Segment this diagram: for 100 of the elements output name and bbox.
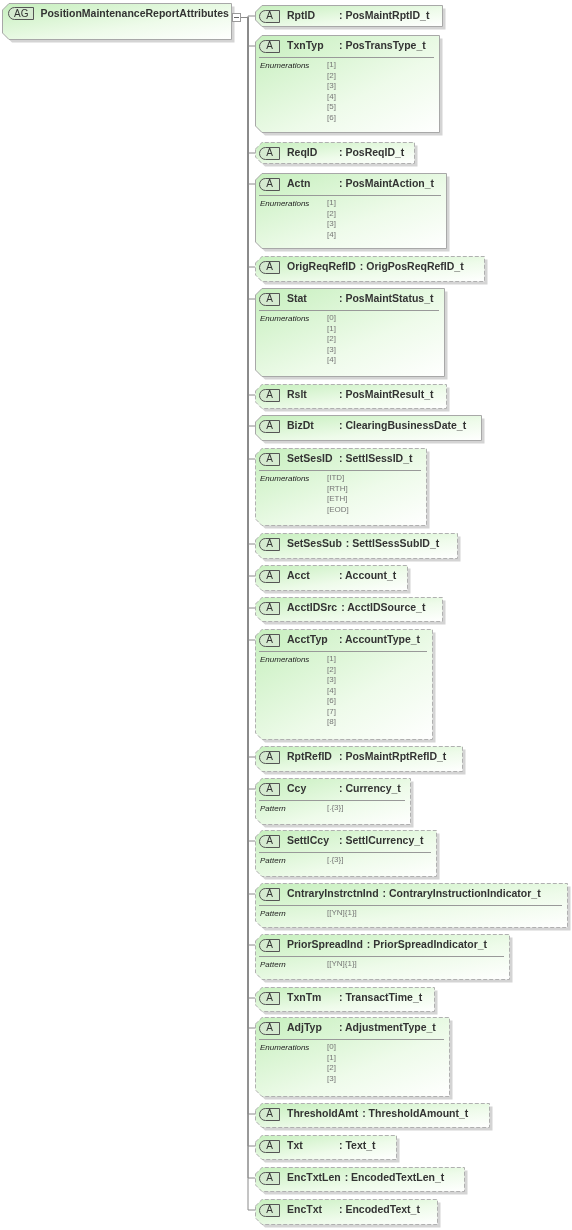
attribute-type: : AccountType_t bbox=[339, 632, 421, 648]
facet-value: [[YN]{1}] bbox=[327, 908, 357, 919]
facet-value: [EOD] bbox=[327, 504, 349, 515]
attribute-box bbox=[255, 1199, 438, 1225]
facet-label: Pattern bbox=[259, 959, 287, 970]
facet-value: [.{3}] bbox=[327, 803, 344, 814]
attribute-box bbox=[255, 288, 445, 377]
facet-value: [2] bbox=[327, 1063, 336, 1074]
attribute-type: : OrigPosReqRefID_t bbox=[359, 259, 464, 275]
facet-label: Enumerations bbox=[259, 313, 311, 325]
facet-value: [3] bbox=[327, 675, 336, 686]
attribute-type: : PosMaintResult_t bbox=[339, 387, 434, 403]
attribute-type: : TransactTime_t bbox=[339, 990, 423, 1006]
attribute-type: : EncodedText_t bbox=[339, 1202, 420, 1218]
attribute-name: EncTxt bbox=[287, 1202, 323, 1218]
facet-value: [3] bbox=[327, 344, 336, 355]
attribute-name: ThresholdAmt bbox=[287, 1106, 359, 1122]
facet-value: [2] bbox=[327, 70, 336, 81]
facet-value: [1] bbox=[327, 198, 336, 209]
attribute-name: TxnTyp bbox=[287, 38, 325, 54]
attribute-name: RptRefID bbox=[287, 749, 333, 765]
attribute-type: : EncodedTextLen_t bbox=[344, 1170, 445, 1186]
facet-value: [4] bbox=[327, 91, 336, 102]
facet-label: Enumerations bbox=[259, 473, 311, 485]
attribute-box bbox=[255, 987, 435, 1012]
attribute-type: : PosReqID_t bbox=[339, 145, 405, 161]
facet-label: Pattern bbox=[259, 803, 287, 814]
attribute-type: : AdjustmentType_t bbox=[339, 1020, 436, 1036]
attribute-box bbox=[255, 883, 568, 928]
attribute-box bbox=[255, 1103, 490, 1128]
attribute-type: : PosMaintRptRefID_t bbox=[339, 749, 447, 765]
facet-value: [ITD] bbox=[327, 473, 346, 484]
attribute-type: : ContraryInstructionIndicator_t bbox=[382, 886, 541, 902]
attribute-name: Ccy bbox=[287, 781, 308, 797]
facet-value: [0] bbox=[327, 313, 336, 324]
facet-value: [0] bbox=[327, 1042, 336, 1053]
facet-value: [7] bbox=[327, 706, 336, 717]
attribute-type: : SettlSessSubID_t bbox=[345, 536, 440, 552]
attribute-name: SetSesID bbox=[287, 451, 334, 467]
facet-value: [2] bbox=[327, 208, 336, 219]
attribute-type: : Account_t bbox=[339, 568, 397, 584]
attribute-name: OrigReqRefID bbox=[287, 259, 356, 275]
attribute-name: ReqID bbox=[287, 145, 319, 161]
attribute-type: : ThresholdAmount_t bbox=[362, 1106, 469, 1122]
facet-value: [1] bbox=[327, 60, 336, 71]
attribute-name: SettlCcy bbox=[287, 833, 330, 849]
facet-value: [8] bbox=[327, 717, 336, 728]
attribute-box bbox=[255, 746, 463, 772]
attribute-name: AdjTyp bbox=[287, 1020, 323, 1036]
facet-label: Enumerations bbox=[259, 1042, 311, 1054]
attribute-type: : PosTransType_t bbox=[339, 38, 426, 54]
facet-label: Pattern bbox=[259, 908, 287, 919]
facet-value: [4] bbox=[327, 355, 336, 366]
attribute-box bbox=[255, 533, 458, 559]
facet-value: [1] bbox=[327, 1052, 336, 1063]
facet-label: Pattern bbox=[259, 855, 287, 866]
facet-label: Enumerations bbox=[259, 198, 311, 210]
attribute-box bbox=[255, 629, 433, 740]
attribute-box bbox=[255, 35, 440, 133]
attribute-name: Actn bbox=[287, 176, 312, 192]
facet-value: [1] bbox=[327, 323, 336, 334]
attribute-box bbox=[255, 830, 437, 877]
facet-value: [3] bbox=[327, 219, 336, 230]
attribute-box bbox=[255, 565, 408, 591]
attribute-box bbox=[255, 1017, 450, 1097]
attribute-box bbox=[255, 934, 510, 980]
facet-value: [RTH] bbox=[327, 483, 349, 494]
attribute-box bbox=[255, 142, 415, 164]
facet-value: [.{3}] bbox=[327, 855, 344, 866]
attribute-box bbox=[255, 5, 443, 27]
attribute-badge: AG bbox=[8, 7, 35, 20]
facet-value: [4] bbox=[327, 685, 336, 696]
facet-value: [5] bbox=[327, 102, 336, 113]
attribute-box bbox=[255, 778, 411, 825]
attribute-type: : AcctIDSource_t bbox=[341, 600, 426, 616]
attribute-name: CntraryInstrctnInd bbox=[287, 886, 379, 902]
facet-value: [6] bbox=[327, 112, 336, 123]
attribute-name: AcctTyp bbox=[287, 632, 329, 648]
attribute-box bbox=[255, 173, 447, 249]
attribute-box bbox=[255, 415, 482, 441]
attribute-box bbox=[255, 1167, 465, 1192]
attribute-name: Txt bbox=[287, 1138, 304, 1154]
facet-value: [3] bbox=[327, 1073, 336, 1084]
facet-value: [2] bbox=[327, 334, 336, 345]
attribute-name: EncTxtLen bbox=[287, 1170, 341, 1186]
attribute-box bbox=[255, 597, 443, 622]
attribute-box bbox=[255, 256, 485, 282]
facet-value: [ETH] bbox=[327, 494, 349, 505]
facet-value: [[YN]{1}] bbox=[327, 959, 357, 970]
attribute-group-box bbox=[2, 3, 241, 40]
facet-value: [1] bbox=[327, 654, 336, 665]
attribute-type: : PosMaintRptID_t bbox=[339, 8, 430, 24]
attribute-type: : SettlCurrency_t bbox=[339, 833, 424, 849]
facet-label: Enumerations bbox=[259, 60, 311, 72]
attribute-type: : ClearingBusinessDate_t bbox=[339, 418, 467, 434]
attribute-type: : PosMaintStatus_t bbox=[339, 291, 434, 307]
attribute-name: BizDt bbox=[287, 418, 315, 434]
attribute-type: : PriorSpreadIndicator_t bbox=[366, 937, 488, 953]
attribute-name: AcctIDSrc bbox=[287, 600, 338, 616]
attribute-box bbox=[255, 448, 427, 526]
